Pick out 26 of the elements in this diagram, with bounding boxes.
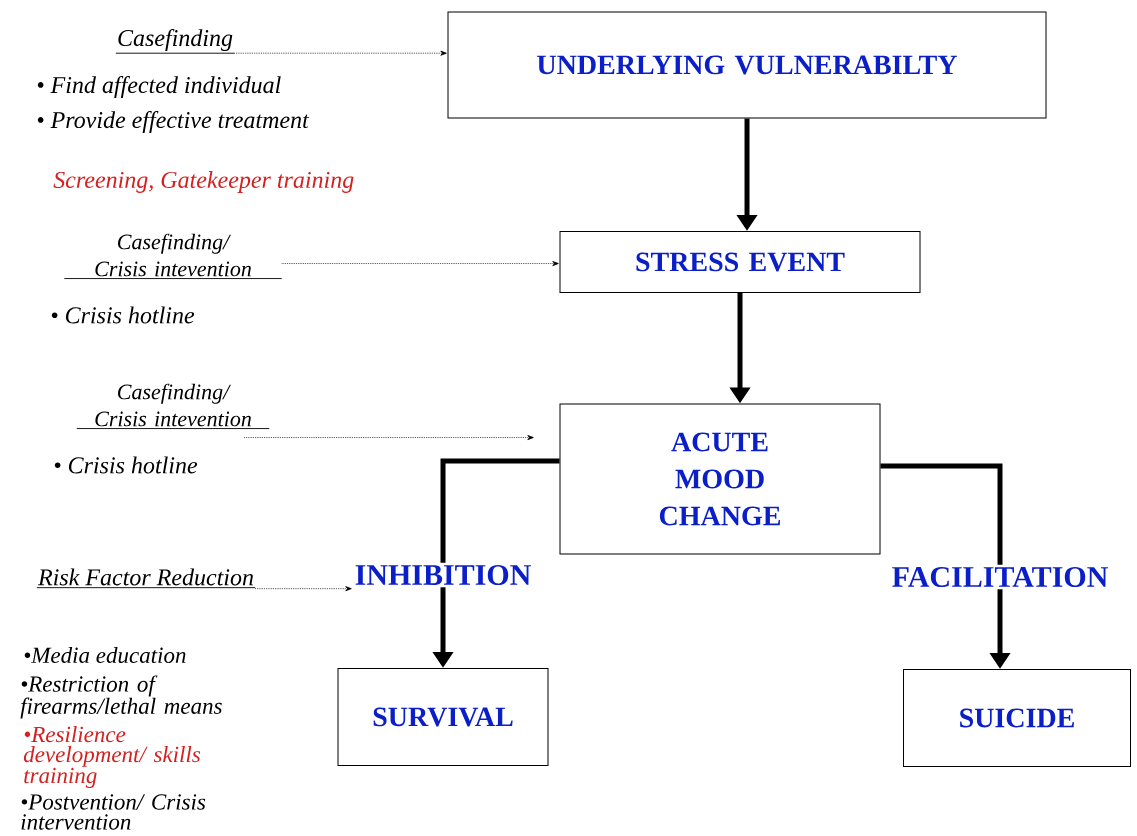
branch-heading: FACILITATION (892, 566, 1108, 588)
bullet-text: •Restriction of firearms/lethal means (20, 675, 222, 719)
arrow (243, 435, 534, 441)
arrow (281, 261, 559, 267)
bullet-text: •Postvention/ Crisis intervention (21, 794, 206, 830)
underlined-heading: Casefinding (115, 29, 235, 54)
bullet-text: •Media education (24, 646, 186, 664)
branch-heading: INHIBITION (355, 564, 531, 586)
bullet-text: Screening, Gatekeeper training (53, 171, 354, 193)
process-box: SUICIDE (903, 669, 1131, 767)
process-box: STRESS EVENT (559, 231, 921, 293)
process-box: UNDERLYING VULNERABILTY (447, 11, 1047, 119)
underlined-heading: Risk Factor Reduction (36, 568, 256, 589)
bullet-text: • Find affected individual (37, 76, 281, 98)
bullet-text: • Crisis hotline (51, 306, 195, 324)
bullet-text: • Provide effective treatment (37, 111, 310, 133)
connector-line (880, 463, 1003, 565)
arrow (254, 586, 352, 592)
process-box: ACUTE MOOD CHANGE (559, 403, 881, 555)
bullet-text: • Crisis hotline (54, 456, 198, 474)
underlined-heading: Casefinding/ Crisis intevention (63, 233, 283, 279)
connector-line (440, 458, 560, 563)
process-box: SURVIVAL (337, 668, 549, 766)
bullet-text: •Resilience development/ skills training (23, 726, 201, 788)
underlined-heading: Casefinding/ Crisis intevention (76, 383, 270, 429)
arrow (233, 50, 447, 56)
